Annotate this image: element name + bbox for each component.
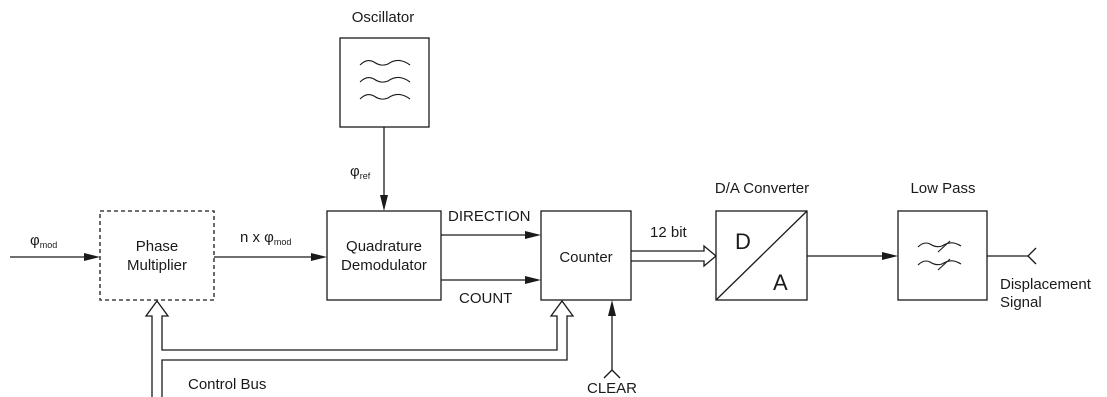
oscillator-wave-icon <box>359 59 411 100</box>
phase-multiplier-label-1: Phase <box>136 238 179 255</box>
phi-mod-symbol: φ <box>30 232 40 249</box>
output-label-1: Displacement <box>1000 276 1092 293</box>
oscillator-block: Oscillator <box>339 9 430 128</box>
svg-text:n x φmod: n x φmod <box>240 229 291 247</box>
count-signal: COUNT <box>441 276 541 307</box>
oscillator-label: Oscillator <box>352 9 415 26</box>
svg-text:φmod: φmod <box>30 232 57 250</box>
bits-label: 12 bit <box>650 224 688 241</box>
da-converter-block: D/A Converter D A <box>715 180 809 301</box>
phi-ref-sub: ref <box>360 171 371 181</box>
da-a-label: A <box>773 270 788 295</box>
control-bus-label: Control Bus <box>188 376 266 393</box>
low-pass-filter-icon <box>917 240 962 271</box>
phi-ref-symbol: φ <box>350 163 360 180</box>
output-label-2: Signal <box>1000 294 1042 311</box>
da-d-label: D <box>735 229 751 254</box>
quadrature-label-1: Quadrature <box>346 238 422 255</box>
n-times-phi-mod: n x φmod <box>214 229 327 261</box>
counter-label: Counter <box>559 249 612 266</box>
control-bus: Control Bus <box>144 299 575 397</box>
low-pass-block: Low Pass <box>897 180 988 301</box>
phi-mod-sub: mod <box>40 240 58 250</box>
svg-text:φref: φref <box>350 163 371 181</box>
low-pass-label: Low Pass <box>910 180 975 197</box>
direction-signal: DIRECTION <box>441 208 541 239</box>
clear-label: CLEAR <box>587 380 637 397</box>
n-times-prefix: n x φ <box>240 229 274 246</box>
phase-multiplier-block: Phase Multiplier <box>99 210 215 301</box>
n-times-sub: mod <box>274 237 292 247</box>
quadrature-demodulator-block: Quadrature Demodulator <box>326 210 442 301</box>
phase-multiplier-label-2: Multiplier <box>127 257 187 274</box>
output-signal: Displacement Signal <box>987 247 1092 311</box>
count-label: COUNT <box>459 290 512 307</box>
quadrature-label-2: Demodulator <box>341 257 427 274</box>
phi-ref-signal: φref <box>350 127 388 211</box>
input-phi-mod: φmod <box>10 232 100 261</box>
da-converter-label: D/A Converter <box>715 180 809 197</box>
counter-block: Counter <box>540 210 632 301</box>
twelve-bit-bus: 12 bit <box>631 224 718 268</box>
analog-signal <box>807 252 898 260</box>
direction-label: DIRECTION <box>448 208 531 225</box>
clear-signal: CLEAR <box>587 300 637 397</box>
